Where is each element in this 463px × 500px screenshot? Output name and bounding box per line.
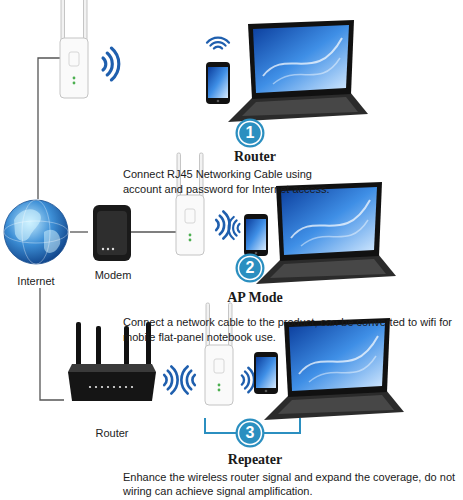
- section-heading: AP Mode: [155, 290, 355, 306]
- wifi-signal: [242, 368, 254, 393]
- wifi-signal: [181, 367, 194, 394]
- callout-circle: 3: [235, 418, 265, 448]
- router-antenna: [76, 322, 81, 370]
- section-heading: Router: [155, 149, 355, 165]
- modem-body: [93, 205, 131, 261]
- callout-circle-ring: [239, 257, 262, 280]
- network-cable: [70, 231, 88, 232]
- callout-circle-ring: [239, 422, 262, 445]
- router-lights: [89, 386, 133, 388]
- internet-node: Internet: [2, 198, 70, 288]
- phone-icon: [254, 352, 278, 394]
- globe-meridian: [22, 200, 50, 264]
- router-antenna: [146, 322, 151, 370]
- router-body: [68, 372, 156, 401]
- callout-number: 2: [246, 260, 255, 276]
- network-cable: [38, 58, 60, 199]
- modem-light: [102, 248, 104, 250]
- callout-circle-fill: [236, 254, 265, 283]
- phone-icon: [206, 62, 230, 104]
- wifi-signal: [229, 217, 240, 239]
- modem-face: [97, 211, 127, 255]
- description-text: Enhance the wireless router signal and e…: [123, 470, 459, 498]
- wifi-signal: [207, 38, 229, 49]
- callout-circle: 1: [235, 118, 265, 148]
- callout-number: 3: [246, 425, 255, 441]
- router-top: [68, 364, 156, 372]
- globe-icon: [4, 200, 68, 264]
- callout-circle-ring: [239, 122, 262, 145]
- modem-light: [112, 248, 114, 250]
- device-label: Router: [95, 427, 128, 440]
- laptop-icon: [264, 318, 404, 420]
- globe-icon: [4, 200, 68, 264]
- callout-circle: 2: [235, 253, 265, 283]
- description-text: Connect a network cable to the product, …: [123, 315, 459, 345]
- network-cable: [40, 288, 64, 400]
- laptop-icon: [228, 20, 368, 122]
- callout-circle-fill: [236, 419, 265, 448]
- wifi-signal: [164, 367, 177, 394]
- modem-light: [107, 248, 109, 250]
- section-heading: Repeater: [155, 452, 355, 468]
- wifi-signal: [103, 48, 119, 80]
- globe-parallel: [4, 221, 68, 243]
- callout-number: 1: [246, 125, 255, 141]
- network-cable: [131, 231, 176, 232]
- globe-land: [14, 209, 41, 241]
- description-text: Connect RJ45 Networking Cable using acco…: [123, 167, 345, 197]
- device-label: Internet: [17, 275, 54, 288]
- phone-icon: [244, 214, 268, 256]
- router-antenna: [96, 326, 101, 370]
- callout-circle-fill: [236, 119, 265, 148]
- modem-node: Modem: [88, 200, 138, 282]
- device-label: Modem: [95, 269, 132, 282]
- wifi-signal: [216, 212, 229, 239]
- laptop-icon: [256, 182, 396, 284]
- wifi-extender: [60, 0, 88, 98]
- modem-icon: [93, 205, 131, 261]
